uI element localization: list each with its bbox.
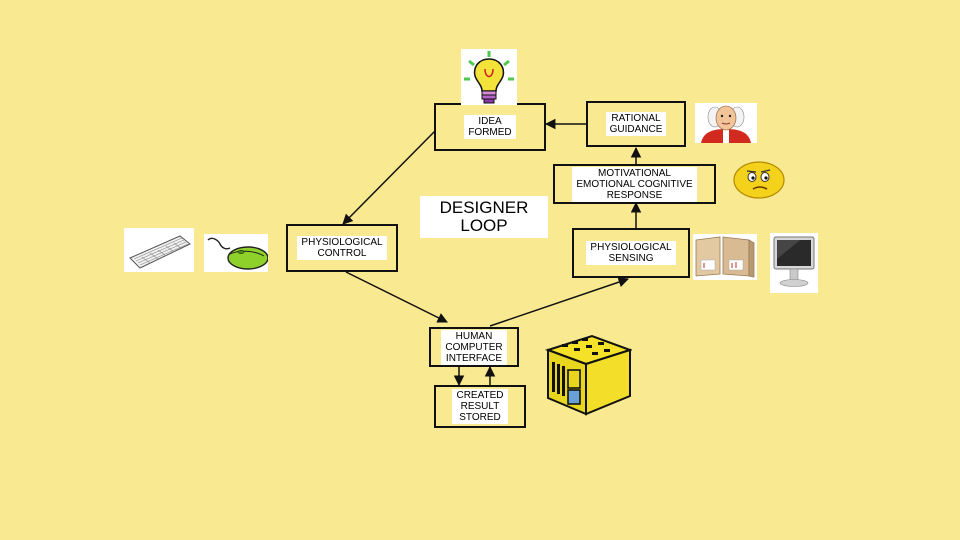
smiley-icon xyxy=(733,161,785,199)
node-human-computer-interface: HUMAN COMPUTER INTERFACE xyxy=(429,327,519,367)
node-rational-guidance: RATIONAL GUIDANCE xyxy=(586,101,686,147)
node-physiological-control-label: PHYSIOLOGICAL CONTROL xyxy=(297,236,387,260)
arrow-hci-to-sensing xyxy=(489,277,629,327)
speakers-icon xyxy=(693,234,757,280)
monitor-icon xyxy=(770,233,818,293)
node-rational-guidance-label: RATIONAL GUIDANCE xyxy=(605,112,667,136)
node-idea-formed-label: IDEA FORMED xyxy=(464,115,516,139)
node-physiological-control: PHYSIOLOGICAL CONTROL xyxy=(286,224,398,272)
node-created-result-stored: CREATED RESULT STORED xyxy=(434,385,526,428)
node-physiological-sensing-label: PHYSIOLOGICAL SENSING xyxy=(586,241,676,265)
arrow-idea-to-control xyxy=(342,130,436,225)
node-hci-label: HUMAN COMPUTER INTERFACE xyxy=(441,329,507,365)
arrow-control-to-hci xyxy=(345,271,448,323)
diagram-title: DESIGNER LOOP xyxy=(420,196,548,238)
mouse-icon xyxy=(204,234,268,272)
node-motivational-response-label: MOTIVATIONAL EMOTIONAL COGNITIVE RESPONS… xyxy=(572,166,697,202)
keyboard-icon xyxy=(124,228,194,272)
lightbulb-icon xyxy=(461,49,517,105)
node-motivational-response: MOTIVATIONAL EMOTIONAL COGNITIVE RESPONS… xyxy=(553,164,716,204)
node-stored-label: CREATED RESULT STORED xyxy=(452,389,508,424)
portrait-icon xyxy=(695,103,757,143)
storage-box-icon xyxy=(544,334,632,416)
node-idea-formed: IDEA FORMED xyxy=(434,103,546,151)
node-physiological-sensing: PHYSIOLOGICAL SENSING xyxy=(572,228,690,278)
